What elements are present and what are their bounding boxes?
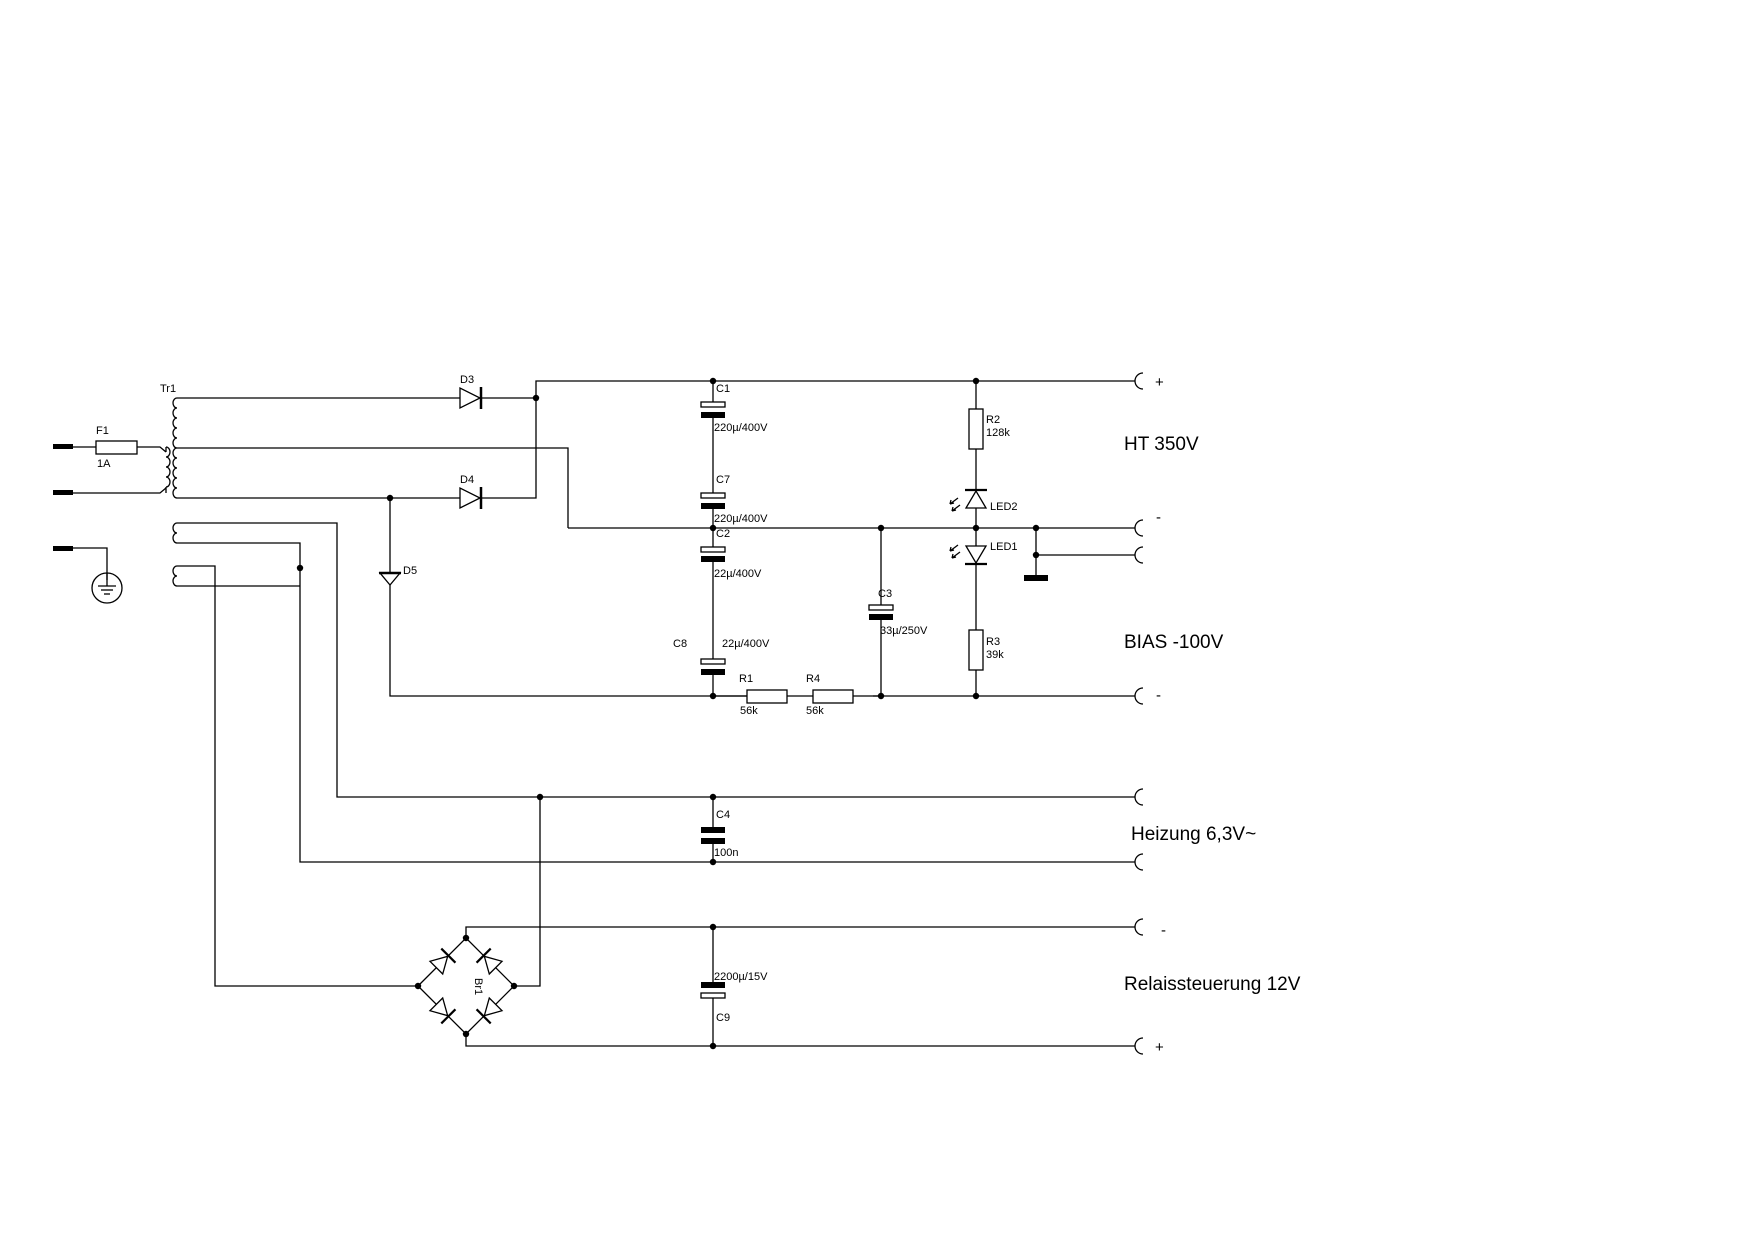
polarity-labels: + - - - + [1155, 374, 1166, 1056]
resistor-r3 [968, 629, 984, 671]
component-labels: Tr1 F1 1A D3 D4 D5 C1 220µ/400V C7 220µ/… [96, 374, 1018, 1024]
primary-winding [165, 446, 171, 488]
earth-ground-icon [91, 572, 123, 604]
led-led2 [949, 488, 988, 512]
label-r4-value: 56k [806, 705, 824, 717]
label-br1: Br1 [472, 978, 484, 995]
polarity-relay-minus: - [1161, 922, 1166, 939]
output-terminals [1130, 372, 1144, 1055]
label-f1: F1 [96, 425, 109, 437]
capacitor-c2 [700, 546, 726, 562]
capacitor-c4 [701, 827, 725, 844]
label-c2: C2 [716, 528, 730, 540]
terminal-ht-minus [1134, 519, 1144, 537]
terminal-bias-minus [1134, 687, 1144, 705]
terminal-ht-plus [1134, 372, 1144, 390]
terminal-relay-minus [1134, 918, 1144, 936]
label-d5: D5 [403, 565, 417, 577]
label-d3: D3 [460, 374, 474, 386]
resistor-r1 [746, 689, 788, 704]
capacitor-c8 [700, 658, 726, 675]
bridge-rectifier-br1 [417, 937, 515, 1035]
label-c4-value: 100n [714, 847, 738, 859]
terminal-heater-2 [1134, 853, 1144, 871]
label-c9-value: 2200µ/15V [714, 971, 768, 983]
capacitor-c9 [700, 982, 726, 999]
diode-d3 [459, 386, 483, 410]
polarity-ht-minus: - [1156, 509, 1161, 526]
label-r2: R2 [986, 414, 1000, 426]
label-led1: LED1 [990, 541, 1018, 553]
chassis-ground-plate [1024, 575, 1048, 581]
label-relay: Relaissteuerung 12V [1124, 974, 1301, 995]
resistor-r2 [968, 408, 984, 450]
mains-terminal-n [53, 490, 73, 495]
label-c1: C1 [716, 383, 730, 395]
capacitor-c7 [700, 492, 726, 509]
label-heater: Heizung 6,3V~ [1131, 824, 1256, 845]
label-led2: LED2 [990, 501, 1018, 513]
label-c7: C7 [716, 474, 730, 486]
rails [568, 380, 1130, 697]
mains-terminal-l [53, 444, 73, 449]
polarity-bias-minus: - [1156, 687, 1161, 704]
label-c4: C4 [716, 809, 730, 821]
label-c3-value: 33µ/250V [880, 625, 928, 637]
label-c8: C8 [673, 638, 687, 650]
label-tr1: Tr1 [160, 383, 176, 395]
secondary-heater-winding [172, 522, 178, 544]
terminal-relay-plus [1134, 1037, 1144, 1055]
label-c8-value: 22µ/400V [722, 638, 770, 650]
relay-supply [177, 565, 1130, 1047]
label-c3: C3 [878, 588, 892, 600]
mains-input [53, 440, 167, 604]
label-r3: R3 [986, 636, 1000, 648]
output-labels: HT 350V BIAS -100V Heizung 6,3V~ Relaiss… [1124, 434, 1301, 995]
label-r1-value: 56k [740, 705, 758, 717]
heater-supply [177, 522, 1130, 863]
fuse-f1 [95, 440, 138, 455]
terminal-heater-1 [1134, 788, 1144, 806]
ht-rectifier [177, 380, 747, 697]
capacitor-c1 [700, 401, 726, 418]
label-d4: D4 [460, 474, 474, 486]
polarity-relay-plus: + [1155, 1039, 1164, 1056]
secondary-relay-winding [172, 565, 178, 587]
label-r1: R1 [739, 673, 753, 685]
diode-d4 [459, 486, 483, 510]
secondary-ht-winding [172, 397, 178, 499]
capacitor-c3 [868, 604, 894, 620]
label-ht: HT 350V [1124, 434, 1199, 455]
polarity-ht-plus: + [1155, 374, 1164, 391]
led-led1 [949, 544, 988, 566]
label-c1-value: 220µ/400V [714, 422, 768, 434]
diode-d5 [378, 571, 402, 587]
label-c2-value: 22µ/400V [714, 568, 762, 580]
label-c7-value: 220µ/400V [714, 513, 768, 525]
led-indicator-chain [949, 381, 988, 696]
terminal-ground [1134, 546, 1144, 564]
label-f1-value: 1A [97, 458, 111, 470]
junction-dots [296, 377, 1040, 1050]
bias-divider [713, 528, 894, 704]
transformer-tr1 [165, 397, 178, 587]
label-r3-value: 39k [986, 649, 1004, 661]
resistor-r4 [812, 689, 854, 704]
label-c9: C9 [716, 1012, 730, 1024]
earth-terminal [53, 546, 73, 551]
label-r4: R4 [806, 673, 820, 685]
label-bias: BIAS -100V [1124, 632, 1224, 653]
label-r2-value: 128k [986, 427, 1010, 439]
